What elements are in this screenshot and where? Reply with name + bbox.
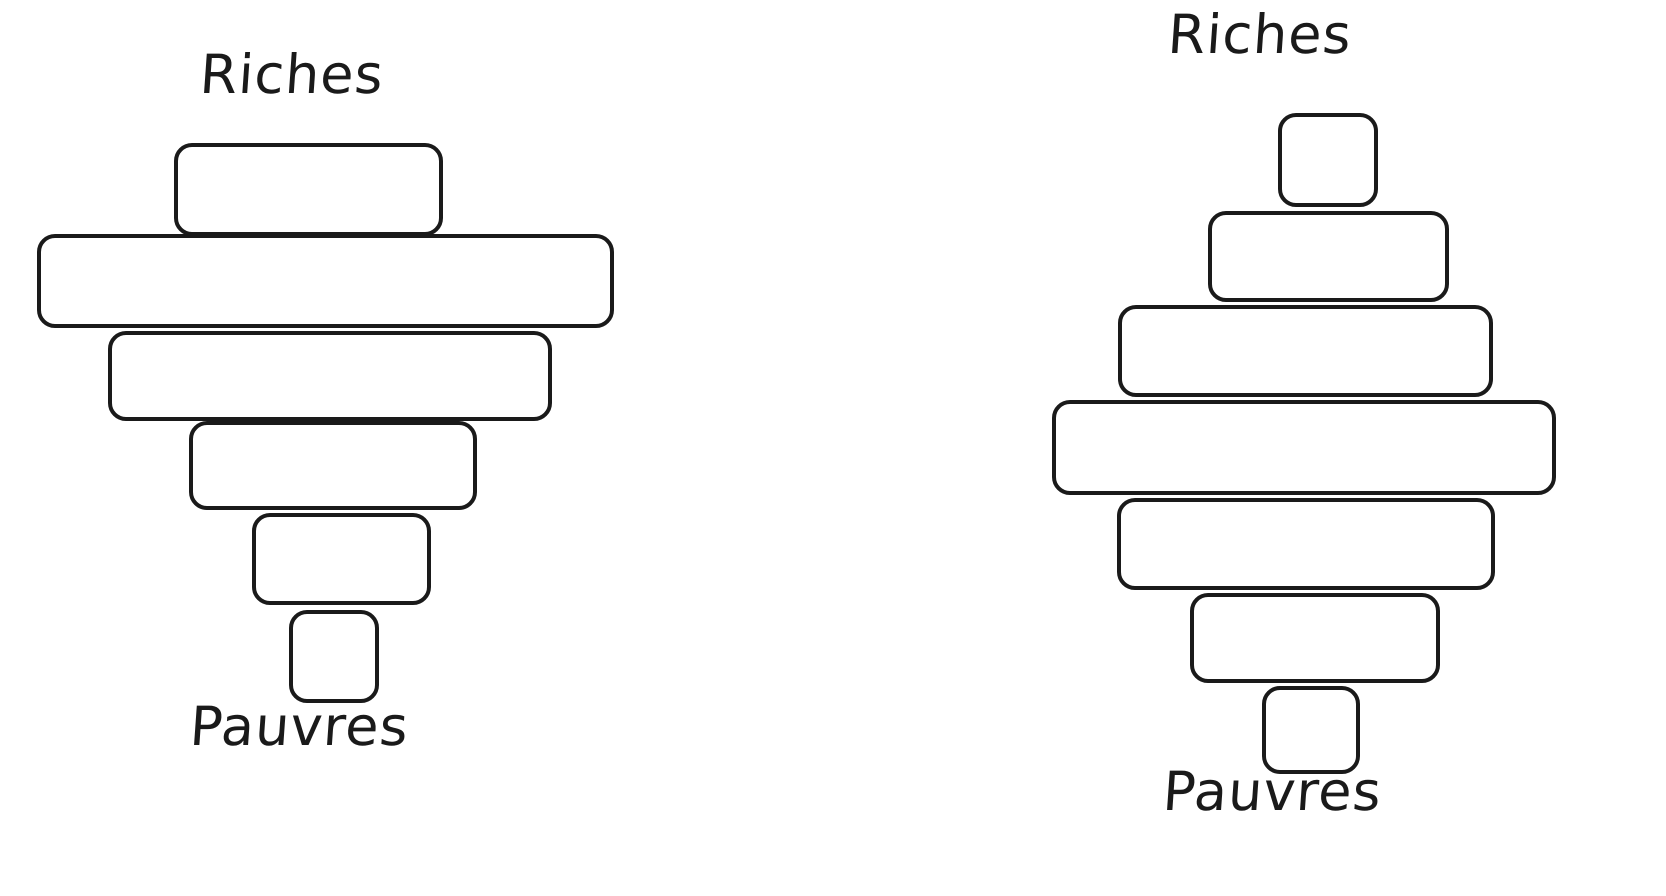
left-bar-2[interactable] xyxy=(37,234,614,328)
left-bar-4[interactable] xyxy=(189,421,477,510)
right-bottom-label: Pauvres xyxy=(1160,760,1385,823)
left-bar-6[interactable] xyxy=(289,610,379,703)
right-bar-4[interactable] xyxy=(1052,400,1556,495)
right-bar-3[interactable] xyxy=(1118,305,1493,397)
left-bar-1[interactable] xyxy=(174,143,443,236)
left-bar-3[interactable] xyxy=(108,331,552,421)
left-bottom-label: Pauvres xyxy=(187,695,412,758)
right-bar-5[interactable] xyxy=(1117,498,1495,590)
left-bar-5[interactable] xyxy=(252,513,431,605)
left-top-label: Riches xyxy=(197,43,387,106)
right-top-label: Riches xyxy=(1165,3,1355,66)
right-bar-7[interactable] xyxy=(1262,686,1360,774)
right-bar-6[interactable] xyxy=(1190,593,1440,683)
right-bar-1[interactable] xyxy=(1278,113,1378,207)
right-bar-2[interactable] xyxy=(1208,211,1449,302)
